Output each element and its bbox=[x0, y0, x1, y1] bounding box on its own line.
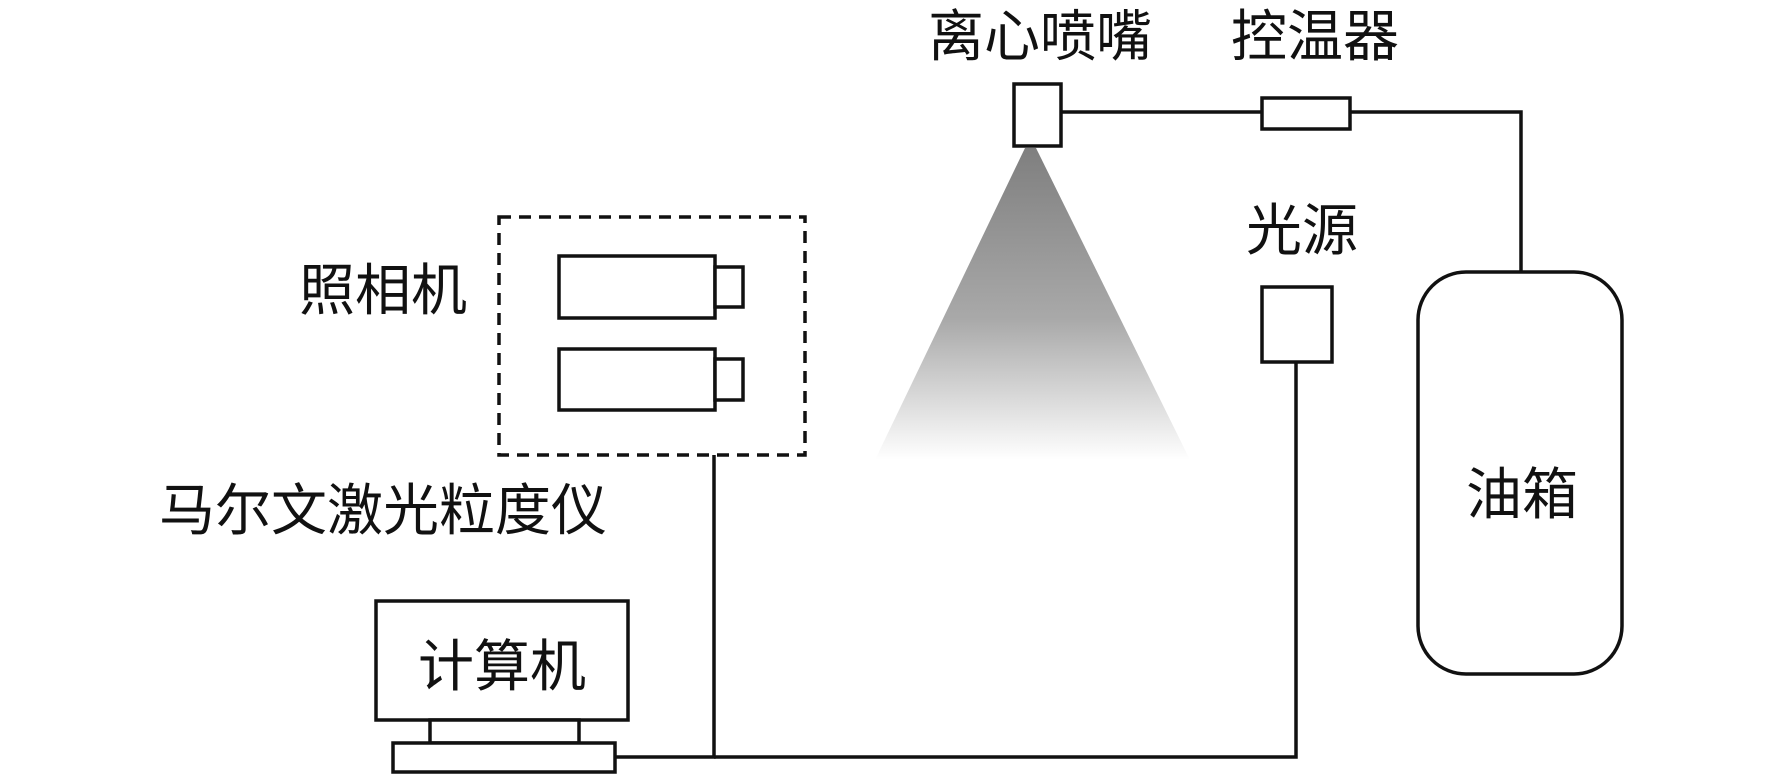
analyzer-to-computer-cable bbox=[615, 455, 716, 759]
nozzle-label: 离心喷嘴 bbox=[928, 5, 1152, 70]
temp-controller-box bbox=[1260, 96, 1352, 131]
spray-cone bbox=[875, 148, 1190, 460]
computer-label: 计算机 bbox=[418, 635, 586, 700]
camera-label: 照相机 bbox=[299, 259, 467, 324]
computer bbox=[374, 599, 630, 774]
particle-analyzer-label: 马尔文激光粒度仪 bbox=[159, 479, 607, 544]
light-source-box bbox=[1260, 285, 1334, 364]
camera-1 bbox=[557, 254, 745, 320]
oil-tank-label: 油箱 bbox=[1466, 463, 1578, 528]
controller-to-tank-pipe bbox=[1350, 110, 1523, 272]
oil-tank bbox=[1416, 270, 1624, 676]
light-source-cable bbox=[714, 362, 1298, 759]
light-source-label: 光源 bbox=[1246, 199, 1358, 264]
camera-2 bbox=[557, 347, 745, 412]
computer-monitor bbox=[374, 599, 630, 722]
temp-controller-label: 控温器 bbox=[1231, 5, 1399, 70]
analyzer-dashed-enclosure bbox=[497, 215, 807, 457]
computer-stand bbox=[428, 718, 581, 745]
computer-base bbox=[391, 741, 617, 774]
centrifugal-nozzle bbox=[1012, 82, 1063, 148]
